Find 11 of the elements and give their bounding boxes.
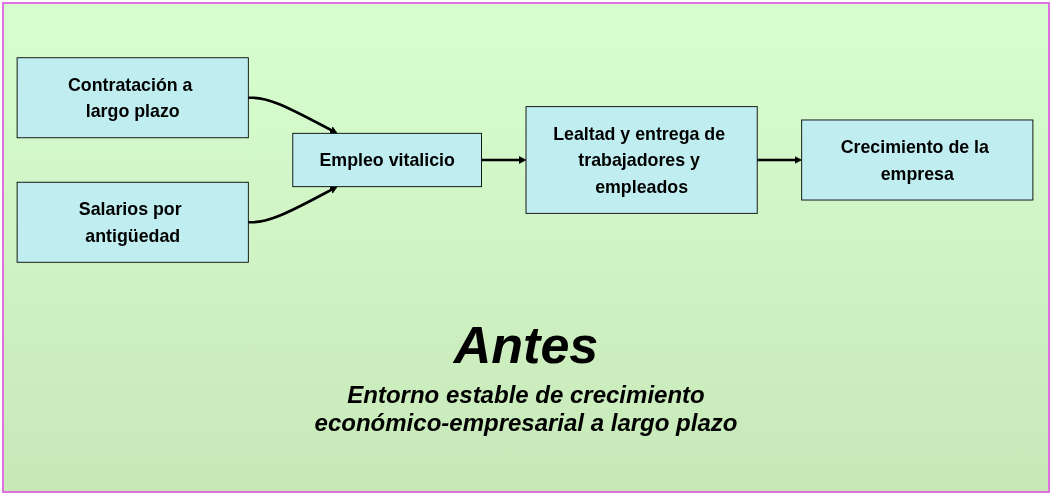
node-box: Lealtad y entrega de trabajadores y empleados [525,106,758,214]
arrow [248,96,338,134]
node-box: Salarios por antigüedad [16,181,249,263]
node-box: Crecimiento de la empresa [801,119,1034,201]
node-box: Contratación a largo plazo [16,57,249,139]
heading-text: Antes [452,315,600,375]
arrow [757,156,803,164]
node-box: Empleo vitalicio [292,132,482,188]
arrow [248,186,338,224]
arrow [481,156,527,164]
subtitle-text: Entorno estable de crecimiento económico-empresarial a largo plazo [313,381,739,437]
